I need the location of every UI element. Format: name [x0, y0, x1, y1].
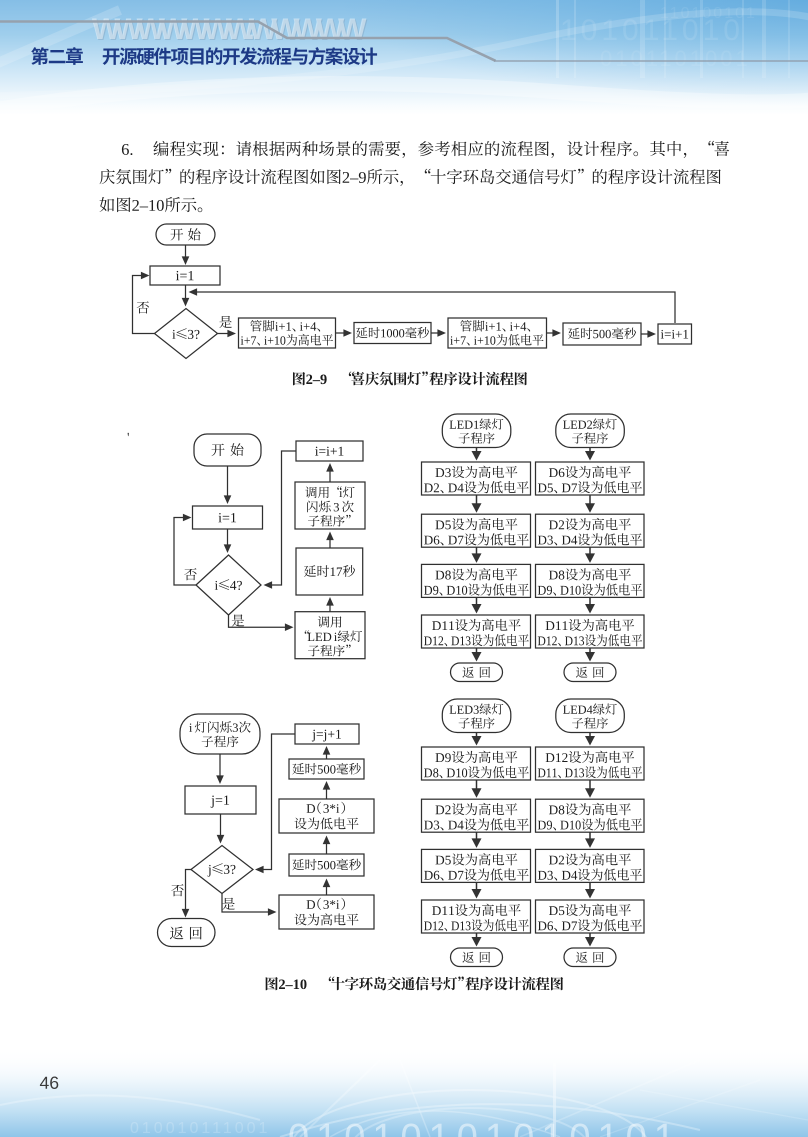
svg-text:101011010: 101011010 [560, 14, 744, 47]
svg-text:WWWWWWW.WWWWW: WWWWWWW.WWWWW [93, 14, 368, 47]
svg-text:110100101: 110100101 [660, 5, 757, 22]
svg-text:0101101001: 0101101001 [600, 46, 751, 71]
svg-text:01010101010101: 01010101010101 [288, 1117, 682, 1137]
svg-text:010010111001: 010010111001 [130, 1120, 270, 1137]
svg-text:WWWWWWW.WWWWW: WWWWWWW.WWWWW [92, 13, 367, 46]
